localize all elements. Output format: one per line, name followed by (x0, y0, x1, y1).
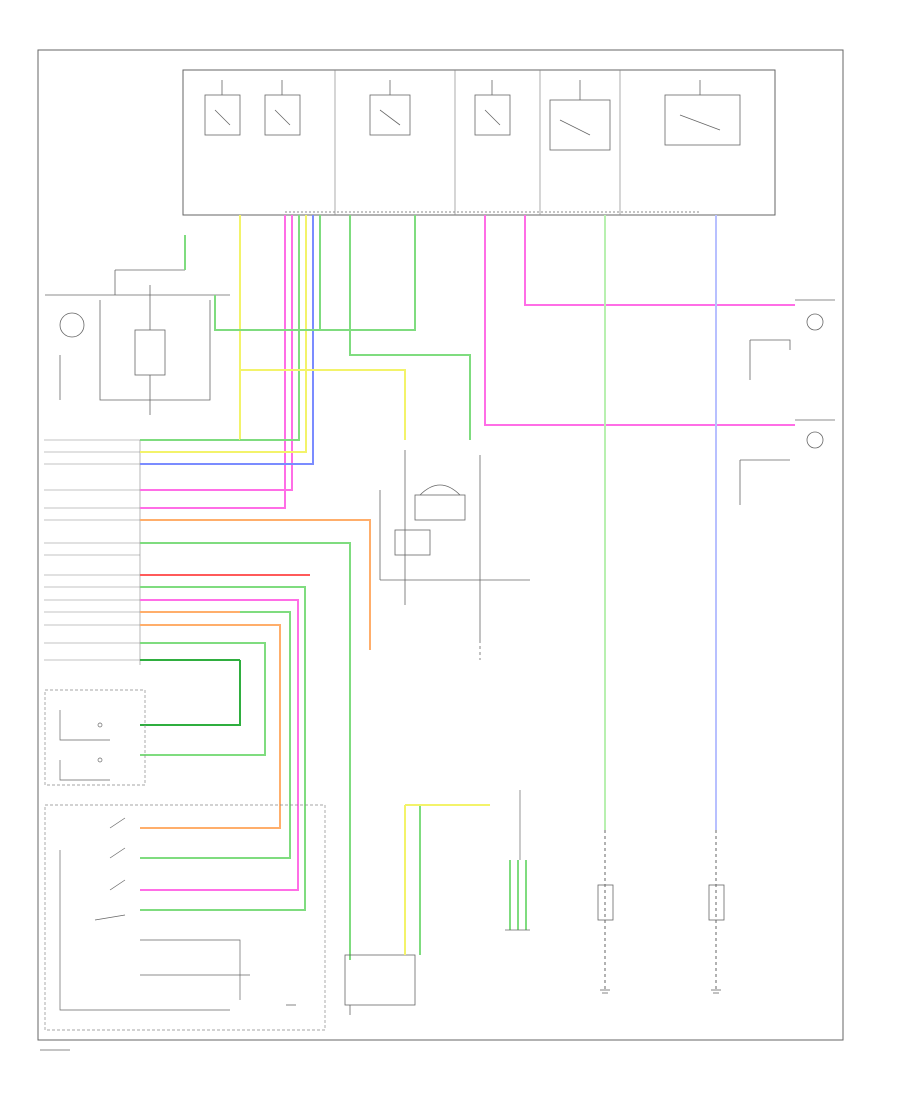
relay-2 (264, 80, 301, 136)
wire-green-down-1 (140, 542, 351, 960)
wire-green-switch (140, 642, 266, 756)
right-lamp-lower (739, 419, 835, 505)
ground-symbol (286, 989, 721, 1006)
left-fog-lamp (708, 884, 725, 921)
wire-green-center (349, 215, 471, 440)
relay-3 (369, 80, 411, 136)
wire-orange-center (140, 519, 371, 650)
wire-darkgreen-switch (140, 660, 241, 726)
wire-green-loop (230, 215, 416, 331)
left-switch-assembly (45, 269, 230, 415)
green-bundle-pins (505, 790, 530, 931)
right-fog-lamp (597, 884, 614, 921)
relay-6 (664, 80, 741, 146)
wire-orange-cluster (140, 624, 281, 829)
wire-yellow-center (239, 240, 406, 440)
green-bundle-bottom (509, 860, 527, 930)
relay-1 (204, 80, 241, 136)
short-wire-rows (140, 439, 240, 661)
column-switch-internals (59, 710, 110, 781)
wire-pink-lower (484, 215, 795, 426)
diagram-border (37, 49, 844, 1041)
relay-4 (474, 80, 511, 136)
wire-green-cluster-2 (140, 611, 291, 859)
headlamp-switch-center (379, 450, 530, 660)
column-switch-box (44, 689, 146, 786)
instrument-cluster-box (44, 804, 326, 1031)
relay-5 (549, 80, 611, 151)
wire-pink-cluster (140, 599, 299, 891)
cluster-switch-internals (59, 817, 250, 1011)
wire-green-cluster (140, 586, 306, 911)
bottom-module (344, 954, 416, 1015)
wire-pink-upper (524, 215, 795, 306)
fuse-block-top (182, 69, 776, 216)
right-lamp-upper (749, 299, 835, 380)
connector-left-column (44, 439, 141, 665)
